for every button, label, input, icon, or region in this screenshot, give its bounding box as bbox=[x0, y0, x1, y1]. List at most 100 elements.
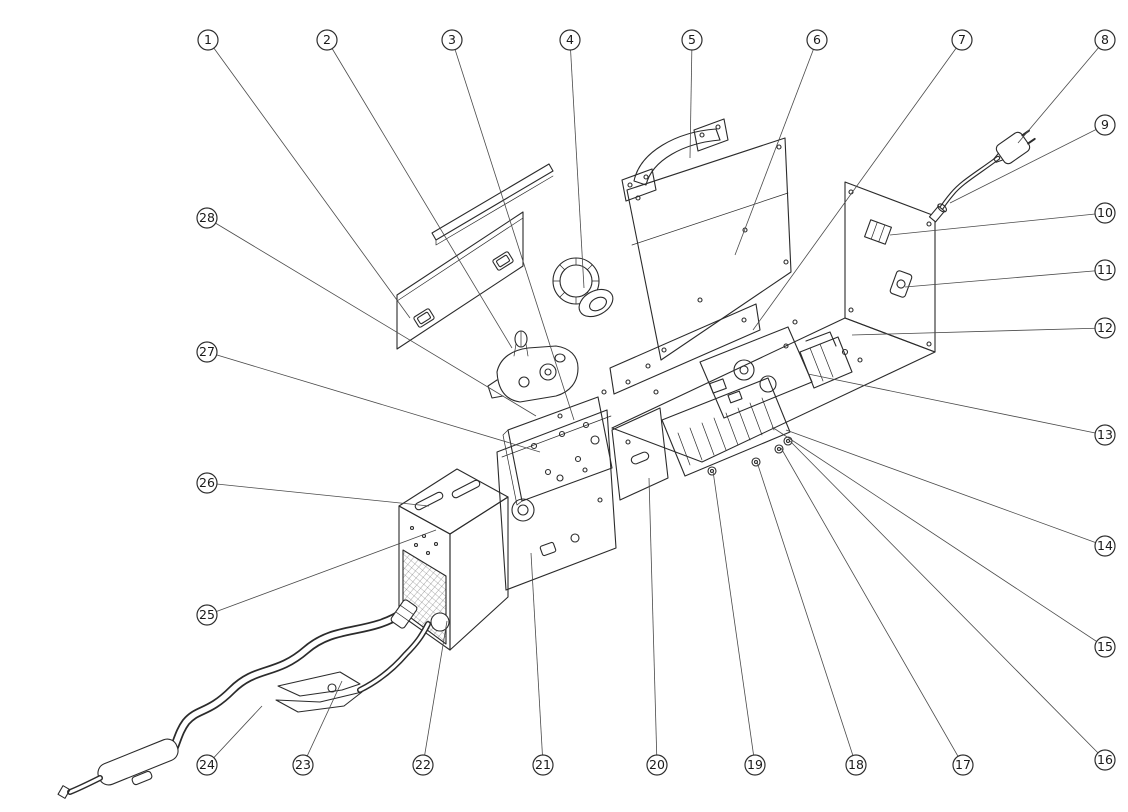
callout-14: 14 bbox=[1094, 535, 1116, 557]
leader-line-16 bbox=[789, 440, 1106, 761]
callout-number-11: 11 bbox=[1097, 262, 1113, 277]
callout-circle-7 bbox=[951, 29, 973, 51]
rear-panel bbox=[844, 181, 936, 353]
callout-number-17: 17 bbox=[955, 757, 971, 772]
callout-circle-20 bbox=[646, 754, 668, 776]
leader-line-28 bbox=[206, 217, 537, 417]
wire-feed-assembly bbox=[487, 330, 579, 403]
leader-line-9 bbox=[949, 124, 1106, 204]
callout-circle-9 bbox=[1094, 114, 1116, 136]
callout-8: 8 bbox=[1094, 29, 1116, 51]
callout-circle-12 bbox=[1094, 317, 1116, 339]
leader-line-15 bbox=[771, 426, 1106, 648]
power-plug bbox=[993, 129, 1036, 165]
torch-handle bbox=[57, 738, 179, 799]
callout-26: 26 bbox=[196, 472, 218, 494]
leader-line-8 bbox=[1017, 39, 1106, 144]
callout-1: 1 bbox=[197, 29, 219, 51]
output-terminals bbox=[707, 436, 793, 476]
torch-cable bbox=[57, 599, 418, 799]
callout-number-1: 1 bbox=[204, 32, 212, 47]
main-cover bbox=[626, 137, 792, 361]
callout-number-9: 9 bbox=[1101, 117, 1109, 132]
heatsink-pcb bbox=[661, 377, 791, 477]
cable-gland bbox=[928, 203, 947, 223]
callout-circle-28 bbox=[196, 207, 218, 229]
callout-5: 5 bbox=[681, 29, 703, 51]
leader-line-26 bbox=[206, 482, 430, 507]
leader-line-19 bbox=[712, 470, 756, 766]
leader-line-12 bbox=[851, 327, 1106, 336]
callout-number-3: 3 bbox=[448, 32, 456, 47]
callout-20: 20 bbox=[646, 754, 668, 776]
callout-27: 27 bbox=[196, 341, 218, 363]
callout-circle-11 bbox=[1094, 259, 1116, 281]
callout-7: 7 bbox=[951, 29, 973, 51]
panel-switch bbox=[539, 541, 557, 557]
callout-circle-10 bbox=[1094, 202, 1116, 224]
callout-circle-8 bbox=[1094, 29, 1116, 51]
leader-lines bbox=[206, 39, 1106, 766]
leader-line-14 bbox=[785, 429, 1106, 547]
front-divider-panel bbox=[611, 407, 669, 501]
callout-circle-24 bbox=[196, 754, 218, 776]
callout-number-14: 14 bbox=[1097, 538, 1113, 553]
callout-circle-4 bbox=[559, 29, 581, 51]
callout-number-19: 19 bbox=[747, 757, 763, 772]
callout-25: 25 bbox=[196, 604, 218, 626]
callout-number-2: 2 bbox=[323, 32, 331, 47]
power-rocker-switch bbox=[413, 308, 435, 328]
callout-number-5: 5 bbox=[688, 32, 696, 47]
leader-line-4 bbox=[569, 39, 585, 289]
callout-number-12: 12 bbox=[1097, 320, 1113, 335]
leader-line-3 bbox=[451, 39, 575, 421]
callout-circle-18 bbox=[845, 754, 867, 776]
callout-number-6: 6 bbox=[813, 32, 821, 47]
callout-circle-17 bbox=[952, 754, 974, 776]
callout-number-7: 7 bbox=[958, 32, 966, 47]
callout-number-28: 28 bbox=[199, 210, 215, 225]
secondary-rocker-switch bbox=[492, 251, 514, 271]
center-divider-panel bbox=[609, 303, 761, 395]
callout-10: 10 bbox=[1094, 202, 1116, 224]
callout-3: 3 bbox=[441, 29, 463, 51]
callout-18: 18 bbox=[845, 754, 867, 776]
front-panel bbox=[496, 409, 617, 591]
callout-circle-27 bbox=[196, 341, 218, 363]
callout-2: 2 bbox=[316, 29, 338, 51]
callout-number-10: 10 bbox=[1097, 205, 1113, 220]
leader-line-21 bbox=[530, 552, 544, 766]
leader-line-24 bbox=[206, 705, 263, 766]
carry-handle bbox=[621, 118, 729, 202]
callout-19: 19 bbox=[744, 754, 766, 776]
leader-line-23 bbox=[302, 680, 343, 766]
callout-number-18: 18 bbox=[848, 757, 864, 772]
callout-12: 12 bbox=[1094, 317, 1116, 339]
leader-line-10 bbox=[889, 212, 1106, 236]
earth-clamp bbox=[275, 621, 431, 713]
callout-circle-21 bbox=[532, 754, 554, 776]
leader-line-7 bbox=[752, 39, 963, 331]
leader-line-1 bbox=[207, 39, 411, 319]
callout-circle-16 bbox=[1094, 749, 1116, 771]
spool-holder bbox=[552, 257, 614, 318]
callout-28: 28 bbox=[196, 207, 218, 229]
callout-9: 9 bbox=[1094, 114, 1116, 136]
hardware-screws bbox=[557, 319, 863, 503]
callout-circle-25 bbox=[196, 604, 218, 626]
parts-layer bbox=[57, 118, 1036, 799]
callout-number-15: 15 bbox=[1097, 639, 1113, 654]
main-pcb bbox=[699, 326, 813, 419]
callout-number-20: 20 bbox=[649, 757, 665, 772]
power-cord bbox=[928, 129, 1036, 223]
callout-number-21: 21 bbox=[535, 757, 551, 772]
callout-number-23: 23 bbox=[295, 757, 311, 772]
leader-line-20 bbox=[648, 477, 658, 766]
leader-line-27 bbox=[206, 351, 541, 453]
callout-circle-23 bbox=[292, 754, 314, 776]
callout-number-13: 13 bbox=[1097, 427, 1113, 442]
callout-circle-5 bbox=[681, 29, 703, 51]
left-side-panel bbox=[396, 211, 524, 350]
